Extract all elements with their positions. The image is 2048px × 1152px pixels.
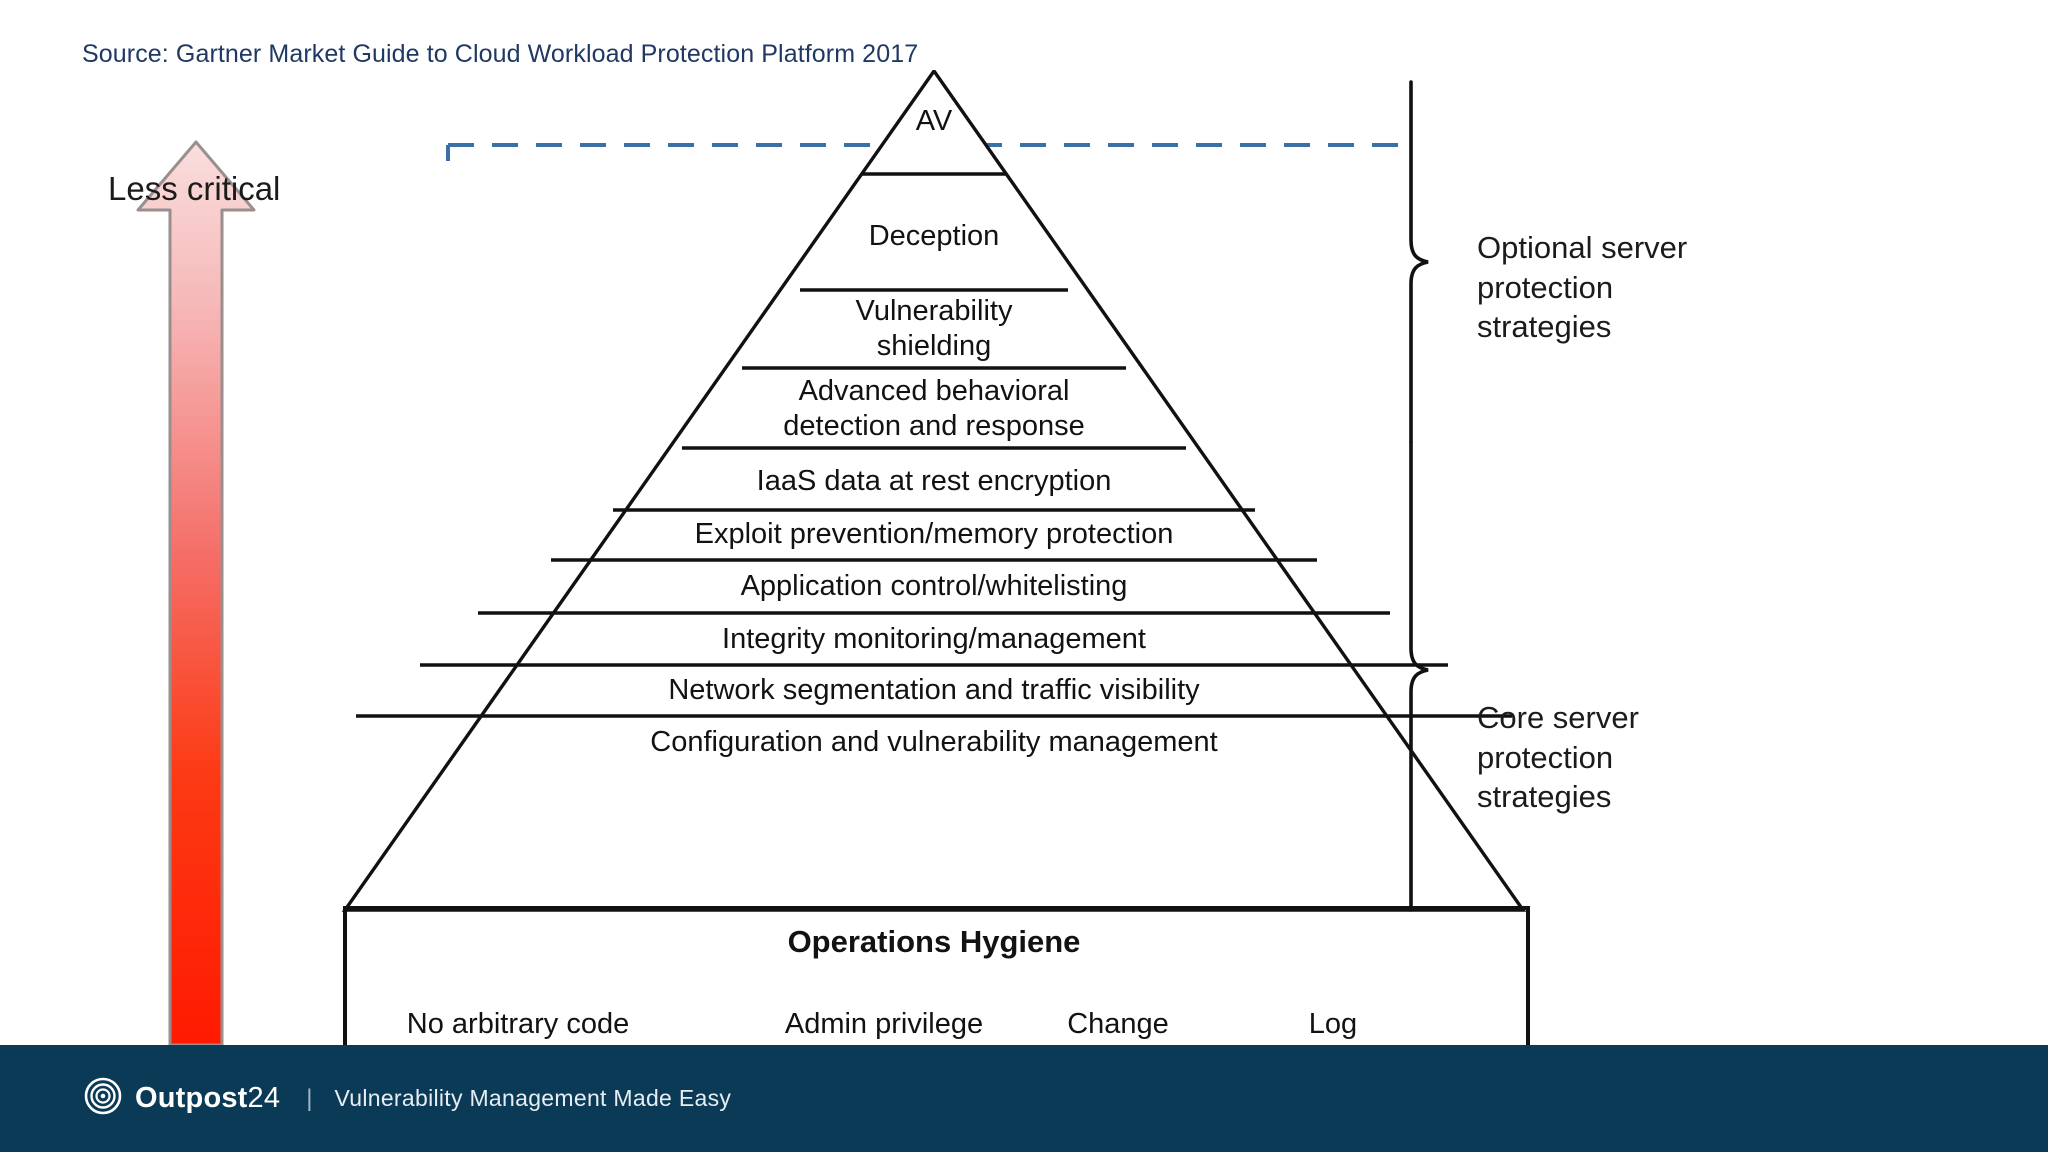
- optional-group-label-line1: Optional server: [1477, 230, 1688, 265]
- pyramid-tier-labels: AV Deception Vulnerability shielding Adv…: [650, 105, 1217, 758]
- core-group-label-line3: strategies: [1477, 779, 1612, 815]
- tier-6-label: Exploit prevention/memory protection: [695, 518, 1174, 550]
- tier-5-label: IaaS data at rest encryption: [757, 465, 1112, 497]
- tier-7-label: Application control/whitelisting: [741, 570, 1128, 602]
- source-credit: Source: Gartner Market Guide to Cloud Wo…: [82, 40, 919, 68]
- base-item-log: Log: [1309, 1008, 1357, 1040]
- base-box-outline: [343, 906, 1530, 1045]
- tier-4-label-line2: detection and response: [783, 410, 1085, 442]
- operations-hygiene-box: Operations Hygiene No arbitrary code Adm…: [343, 906, 1530, 1045]
- base-box-title: Operations Hygiene: [788, 924, 1081, 959]
- optional-group-label-line3: strategies: [1477, 309, 1612, 345]
- tier-9-label: Network segmentation and traffic visibil…: [668, 674, 1200, 706]
- optional-group-label-line2: protection: [1477, 269, 1614, 305]
- base-item-change: Change: [1067, 1008, 1169, 1040]
- brand-name-bold: Outpost: [135, 1082, 248, 1114]
- tier-3-label-line2: shielding: [877, 330, 991, 362]
- tier-8-label: Integrity monitoring/management: [722, 623, 1146, 655]
- optional-group-brace: [1409, 80, 1429, 444]
- tier-4-label-line1: Advanced behavioral: [799, 375, 1070, 407]
- tier-1-label: AV: [916, 105, 953, 137]
- brand-lockup: Outpost24: [84, 1077, 280, 1120]
- bullseye-target-icon: [84, 1077, 122, 1120]
- core-group-label-line2: protection: [1477, 739, 1614, 775]
- brand-name-rest: 24: [247, 1082, 281, 1114]
- footer-bar: Outpost24 | Vulnerability Management Mad…: [0, 1045, 2048, 1152]
- group-braces: [1409, 80, 1429, 912]
- less-critical-label: Less critical: [108, 170, 281, 207]
- core-group-label: Core server protection strategies: [1477, 698, 1639, 817]
- footer-separator: |: [306, 1084, 313, 1112]
- tier-2-label: Deception: [869, 220, 1000, 252]
- optional-group-label: Optional server protection strategies: [1477, 228, 1687, 347]
- tier-10-label: Configuration and vulnerability manageme…: [650, 726, 1217, 758]
- base-item-no-arbitrary-code: No arbitrary code: [407, 1008, 629, 1040]
- base-item-admin-privilege: Admin privilege: [785, 1008, 983, 1040]
- brand-name: Outpost24: [135, 1082, 280, 1115]
- footer-tagline: Vulnerability Management Made Easy: [334, 1085, 732, 1111]
- core-group-brace: [1409, 440, 1429, 912]
- core-group-label-line1: Core server: [1477, 700, 1639, 735]
- less-critical-arrow: [136, 140, 256, 1045]
- pyramid-figure: AV Deception Vulnerability shielding Adv…: [0, 70, 2048, 1045]
- pyramid-diagram-svg: AV Deception Vulnerability shielding Adv…: [136, 70, 1530, 1045]
- tier-3-label-line1: Vulnerability: [856, 295, 1013, 327]
